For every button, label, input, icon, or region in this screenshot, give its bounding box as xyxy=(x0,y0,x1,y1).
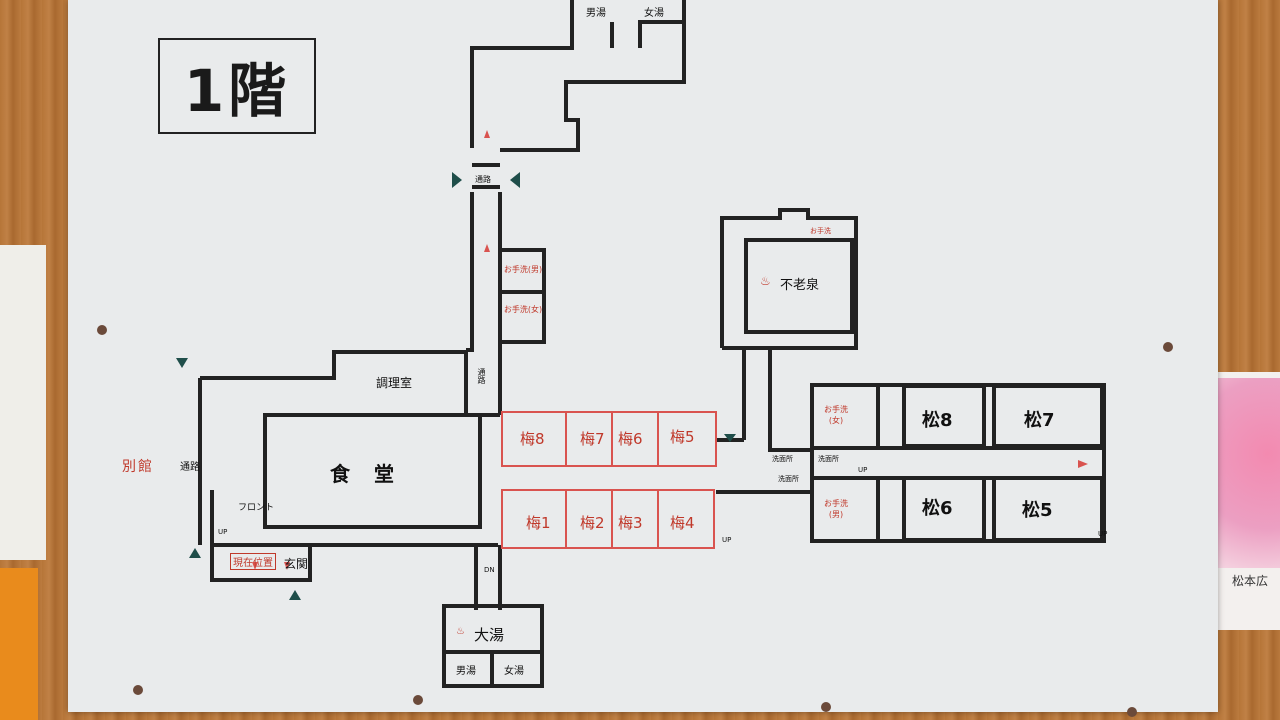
stairs-up-label: UP xyxy=(1098,530,1108,538)
ume-room-2: 梅2 xyxy=(580,514,605,532)
ume-walls xyxy=(501,411,717,549)
matsu-toilet-women-label: お手洗(女) xyxy=(824,405,848,425)
matsu-room-6: 松6 xyxy=(922,498,953,519)
walls xyxy=(198,0,1106,688)
right-poster-text: 松本広 xyxy=(1232,574,1269,588)
womens-bath-label: 女湯 xyxy=(504,666,524,677)
pins xyxy=(97,325,1173,717)
dining-room-label: 食堂 xyxy=(330,462,418,486)
matsu-room-8: 松8 xyxy=(922,410,953,431)
ume-room-8: 梅8 xyxy=(520,430,545,448)
ume-room-4: 梅4 xyxy=(670,514,695,532)
womens-bath-top-label: 女湯 xyxy=(644,8,664,19)
right-poster-graphic xyxy=(1218,378,1280,568)
toilet-men-label: お手洗(男) xyxy=(503,265,543,274)
matsu-room-5: 松5 xyxy=(1022,500,1053,521)
mens-bath-top-label: 男湯 xyxy=(586,8,606,19)
stairs-up-label: UP xyxy=(218,528,228,536)
stairs-up-label: UP xyxy=(858,466,868,474)
washroom-label-2: 洗面所 xyxy=(778,475,799,483)
ume-room-5: 梅5 xyxy=(670,428,695,446)
front-desk-label: フロント xyxy=(238,503,275,513)
corridor-top-label: 通路 xyxy=(475,175,491,184)
annex-label: 別館 xyxy=(122,459,154,475)
matsu-room-7: 松7 xyxy=(1024,410,1055,431)
washroom-label-3: 洗面所 xyxy=(818,455,839,463)
ume-room-1: 梅1 xyxy=(526,514,551,532)
hot-spring-icon: ♨ xyxy=(760,274,771,288)
ume-room-6: 梅6 xyxy=(618,430,643,448)
entrance-label: 玄関 xyxy=(284,557,309,571)
floor-title: 1階 xyxy=(158,38,316,134)
entrance-arrows xyxy=(176,172,736,600)
mens-bath-label: 男湯 xyxy=(456,666,476,677)
ume-room-7: 梅7 xyxy=(580,430,605,448)
washroom-label-1: 洗面所 xyxy=(772,455,793,463)
direction-arrows xyxy=(252,130,1088,570)
corridor-left-label: 通路 xyxy=(180,462,200,473)
toilet-small-label: お手洗 xyxy=(810,227,831,235)
stairs-up-label: UP xyxy=(722,536,732,544)
left-poster xyxy=(0,245,46,560)
kitchen-label: 調理室 xyxy=(376,376,413,390)
toilet-women-label: お手洗(女) xyxy=(503,305,543,314)
big-bath-label: 大湯 xyxy=(474,626,505,644)
ume-room-3: 梅3 xyxy=(618,514,643,532)
floor-map-sheet xyxy=(68,0,1218,712)
corridor-mid-label: 通路 xyxy=(477,368,486,384)
left-orange-flyer xyxy=(0,568,38,720)
furosen-label: 不老泉 xyxy=(780,278,820,293)
current-location-label: 現在位置 xyxy=(230,553,276,570)
stairs-down-label: DN xyxy=(484,566,495,574)
matsu-toilet-men-label: お手洗(男) xyxy=(824,499,848,519)
hot-spring-icon: ♨ xyxy=(456,626,465,637)
